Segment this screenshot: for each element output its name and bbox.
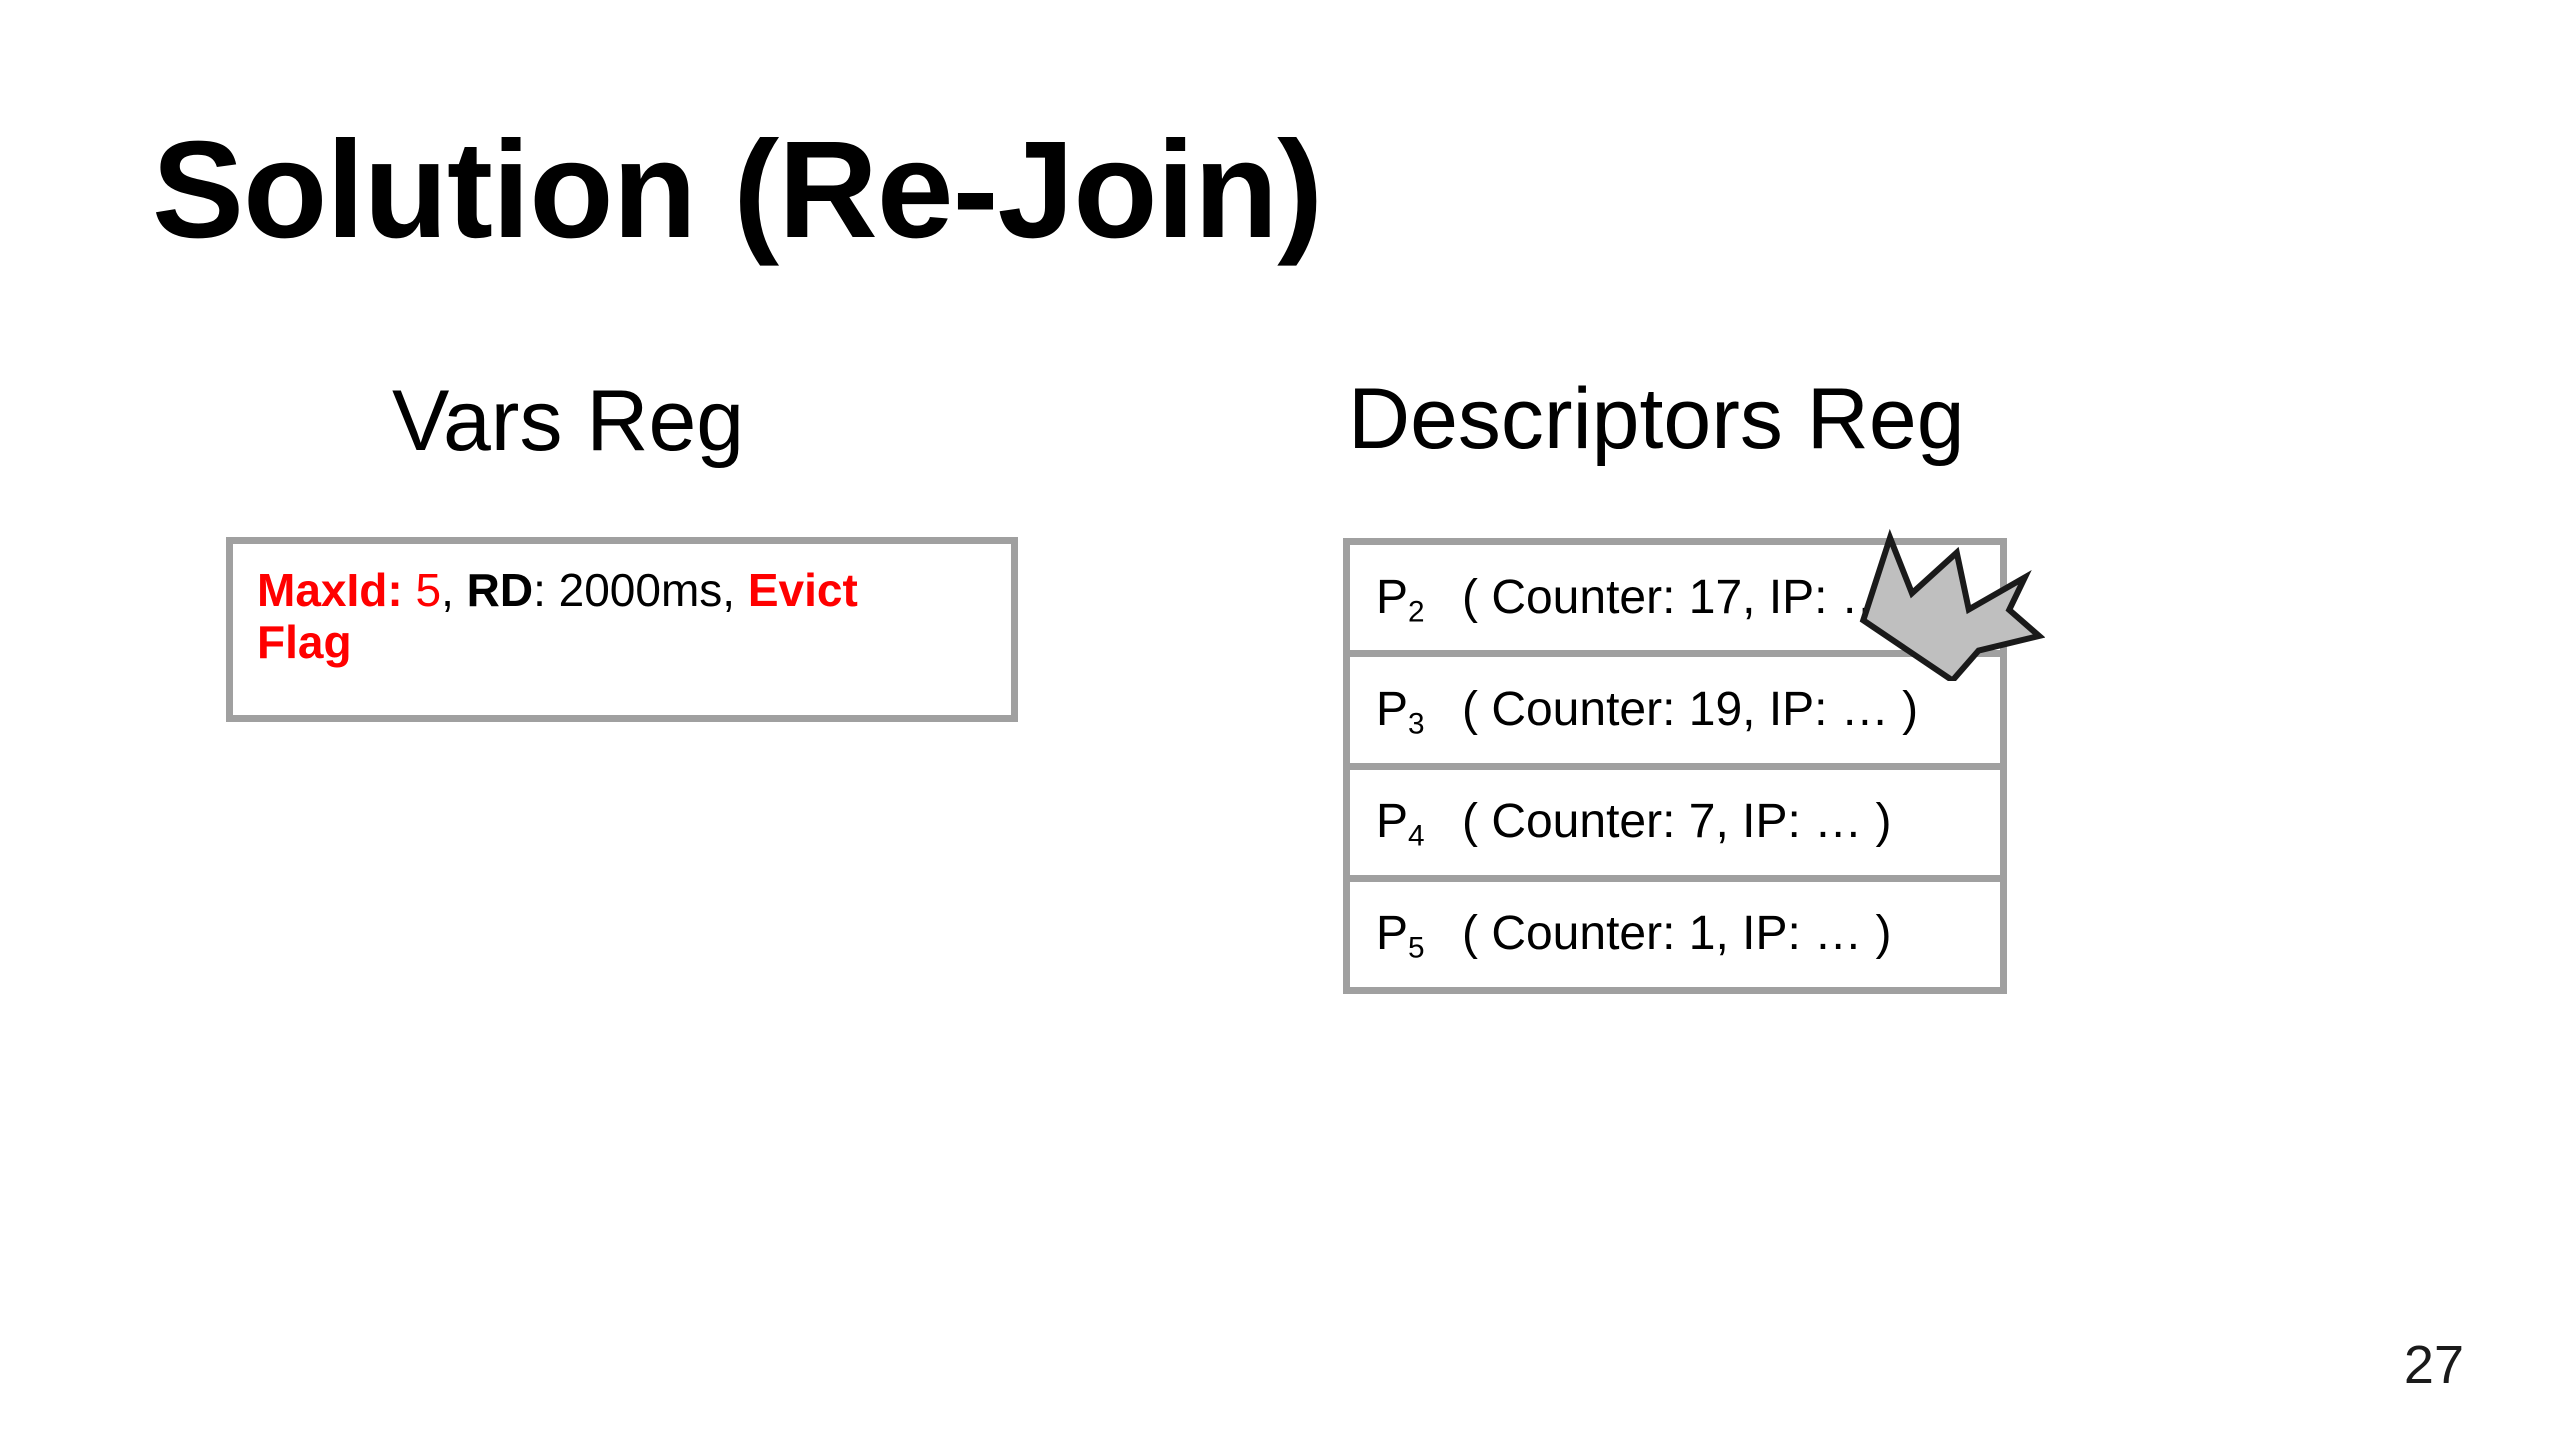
page-title: Solution (Re-Join) [152, 113, 1323, 267]
descriptor-detail: ( Counter: 19, IP: … ) [1462, 682, 1919, 736]
table-row: P4 ( Counter: 7, IP: … ) [1350, 769, 2000, 882]
process-index: 4 [1408, 819, 1425, 853]
maxid-label: MaxId: [257, 564, 403, 616]
table-row: P2 ( Counter: 17, IP: … ) [1350, 545, 2000, 658]
field-separator: , [441, 564, 467, 616]
descriptor-detail: ( Counter: 1, IP: … ) [1462, 907, 1892, 961]
process-letter: P [1376, 795, 1409, 849]
maxid-value: 5 [402, 564, 442, 616]
vars-reg-box: MaxId: 5, RD: 2000ms, Evict Flag [226, 537, 1018, 722]
process-index: 3 [1408, 707, 1425, 741]
vars-reg-heading: Vars Reg [392, 373, 745, 469]
evict-flag-label: Evict Flag [257, 564, 858, 668]
page-number: 27 [2403, 1335, 2464, 1395]
process-label: P3 [1376, 682, 1462, 738]
process-label: P2 [1376, 570, 1462, 626]
descriptors-reg-heading: Descriptors Reg [1348, 371, 1965, 467]
descriptors-reg-table: P2 ( Counter: 17, IP: … ) P3 ( Counter: … [1343, 538, 2007, 994]
table-row: P3 ( Counter: 19, IP: … ) [1350, 657, 2000, 770]
process-letter: P [1376, 907, 1409, 961]
process-index: 5 [1408, 931, 1425, 965]
process-label: P5 [1376, 907, 1462, 963]
descriptor-detail: ( Counter: 17, IP: … ) [1462, 570, 1919, 624]
process-letter: P [1376, 682, 1409, 736]
process-letter: P [1376, 570, 1409, 624]
process-index: 2 [1408, 594, 1425, 628]
rd-value: : 2000ms, [533, 564, 748, 616]
rd-label: RD [466, 564, 534, 616]
process-label: P4 [1376, 795, 1462, 851]
descriptor-detail: ( Counter: 7, IP: … ) [1462, 795, 1892, 849]
vars-reg-content: MaxId: 5, RD: 2000ms, Evict Flag [257, 564, 957, 668]
table-row: P5 ( Counter: 1, IP: … ) [1350, 881, 2000, 987]
